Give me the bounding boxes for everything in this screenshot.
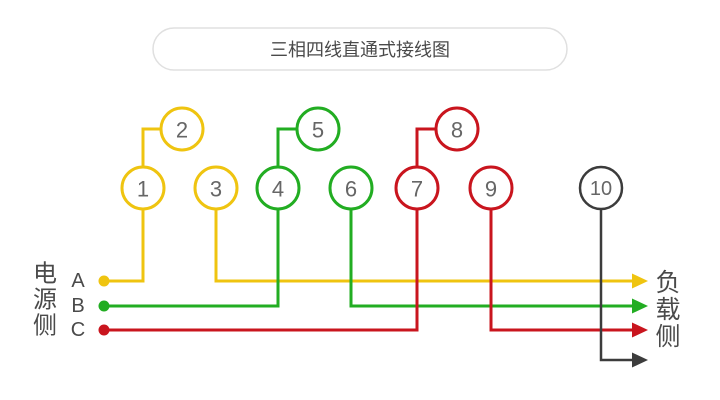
phase-b-wiring bbox=[98, 127, 648, 314]
terminal-2-circle bbox=[159, 106, 205, 152]
terminal-7-number: 7 bbox=[411, 177, 423, 202]
phase-b-source-dot bbox=[98, 300, 110, 312]
phase-a-wiring bbox=[98, 127, 648, 289]
load-side-char-1: 负 bbox=[655, 269, 680, 297]
terminal-2: 2 bbox=[159, 106, 205, 152]
terminal-5-number: 5 bbox=[312, 118, 324, 143]
phase-b-jumper-wire bbox=[276, 127, 297, 167]
phase-a-source-dot bbox=[98, 275, 110, 287]
source-side-char-3: 侧 bbox=[33, 313, 57, 340]
terminal-6-circle bbox=[328, 165, 374, 211]
neutral-wiring bbox=[599, 209, 648, 368]
terminal-8-number: 8 bbox=[451, 118, 463, 143]
terminal-1: 1 bbox=[120, 165, 166, 211]
load-side-label: 负 载 侧 bbox=[655, 269, 680, 351]
terminal-9: 9 bbox=[468, 165, 514, 211]
terminal-9-circle bbox=[468, 165, 514, 211]
terminals: 1 2 3 4 5 6 7 8 bbox=[120, 106, 624, 211]
terminal-4-number: 4 bbox=[272, 177, 284, 202]
terminal-2-number: 2 bbox=[176, 118, 188, 143]
phase-b-label: B bbox=[71, 295, 84, 317]
terminal-3-number: 3 bbox=[210, 177, 222, 202]
phase-a-arrow-icon bbox=[632, 273, 648, 289]
phase-a-source-wire bbox=[104, 209, 145, 283]
phase-c-wiring bbox=[98, 127, 648, 338]
phase-c-jumper-wire bbox=[415, 127, 436, 167]
phase-b-load-wire bbox=[349, 209, 632, 308]
phase-a-load-wire bbox=[214, 209, 632, 283]
phase-c-label: C bbox=[71, 319, 85, 341]
terminal-9-number: 9 bbox=[485, 177, 497, 202]
terminal-8-circle bbox=[434, 106, 480, 152]
phase-a-label: A bbox=[71, 270, 85, 292]
phase-c-load-wire bbox=[489, 209, 632, 332]
terminal-5-circle bbox=[295, 106, 341, 152]
phase-b-arrow-icon bbox=[632, 298, 648, 314]
phase-c-source-dot bbox=[98, 324, 110, 336]
terminal-5: 5 bbox=[295, 106, 341, 152]
terminal-6-number: 6 bbox=[345, 177, 357, 202]
source-side-char-1: 电 bbox=[33, 261, 57, 288]
phase-c-arrow-icon bbox=[632, 322, 648, 338]
terminal-10-circle bbox=[578, 165, 624, 211]
terminal-4-circle bbox=[255, 165, 301, 211]
source-side-label: 电 源 侧 A B C bbox=[33, 261, 85, 342]
terminal-7: 7 bbox=[394, 165, 440, 211]
source-side-char-2: 源 bbox=[33, 287, 57, 314]
terminal-10: 10 bbox=[578, 165, 624, 211]
load-side-char-2: 载 bbox=[655, 296, 680, 324]
phase-c-source-wire bbox=[104, 209, 419, 332]
terminal-1-circle bbox=[120, 165, 166, 211]
terminal-1-number: 1 bbox=[137, 177, 149, 202]
terminal-10-number: 10 bbox=[590, 178, 612, 200]
diagram-title: 三相四线直通式接线图 bbox=[270, 40, 450, 60]
neutral-load-wire bbox=[599, 209, 632, 362]
neutral-arrow-icon bbox=[632, 352, 648, 368]
terminal-3: 3 bbox=[193, 165, 239, 211]
terminal-3-circle bbox=[193, 165, 239, 211]
title-pill bbox=[152, 27, 568, 71]
phase-a-jumper-wire bbox=[141, 127, 161, 167]
load-side-char-3: 侧 bbox=[655, 323, 680, 351]
terminal-7-circle bbox=[394, 165, 440, 211]
phase-b-source-wire bbox=[104, 209, 280, 308]
terminal-8: 8 bbox=[434, 106, 480, 152]
terminal-4: 4 bbox=[255, 165, 301, 211]
terminal-6: 6 bbox=[328, 165, 374, 211]
